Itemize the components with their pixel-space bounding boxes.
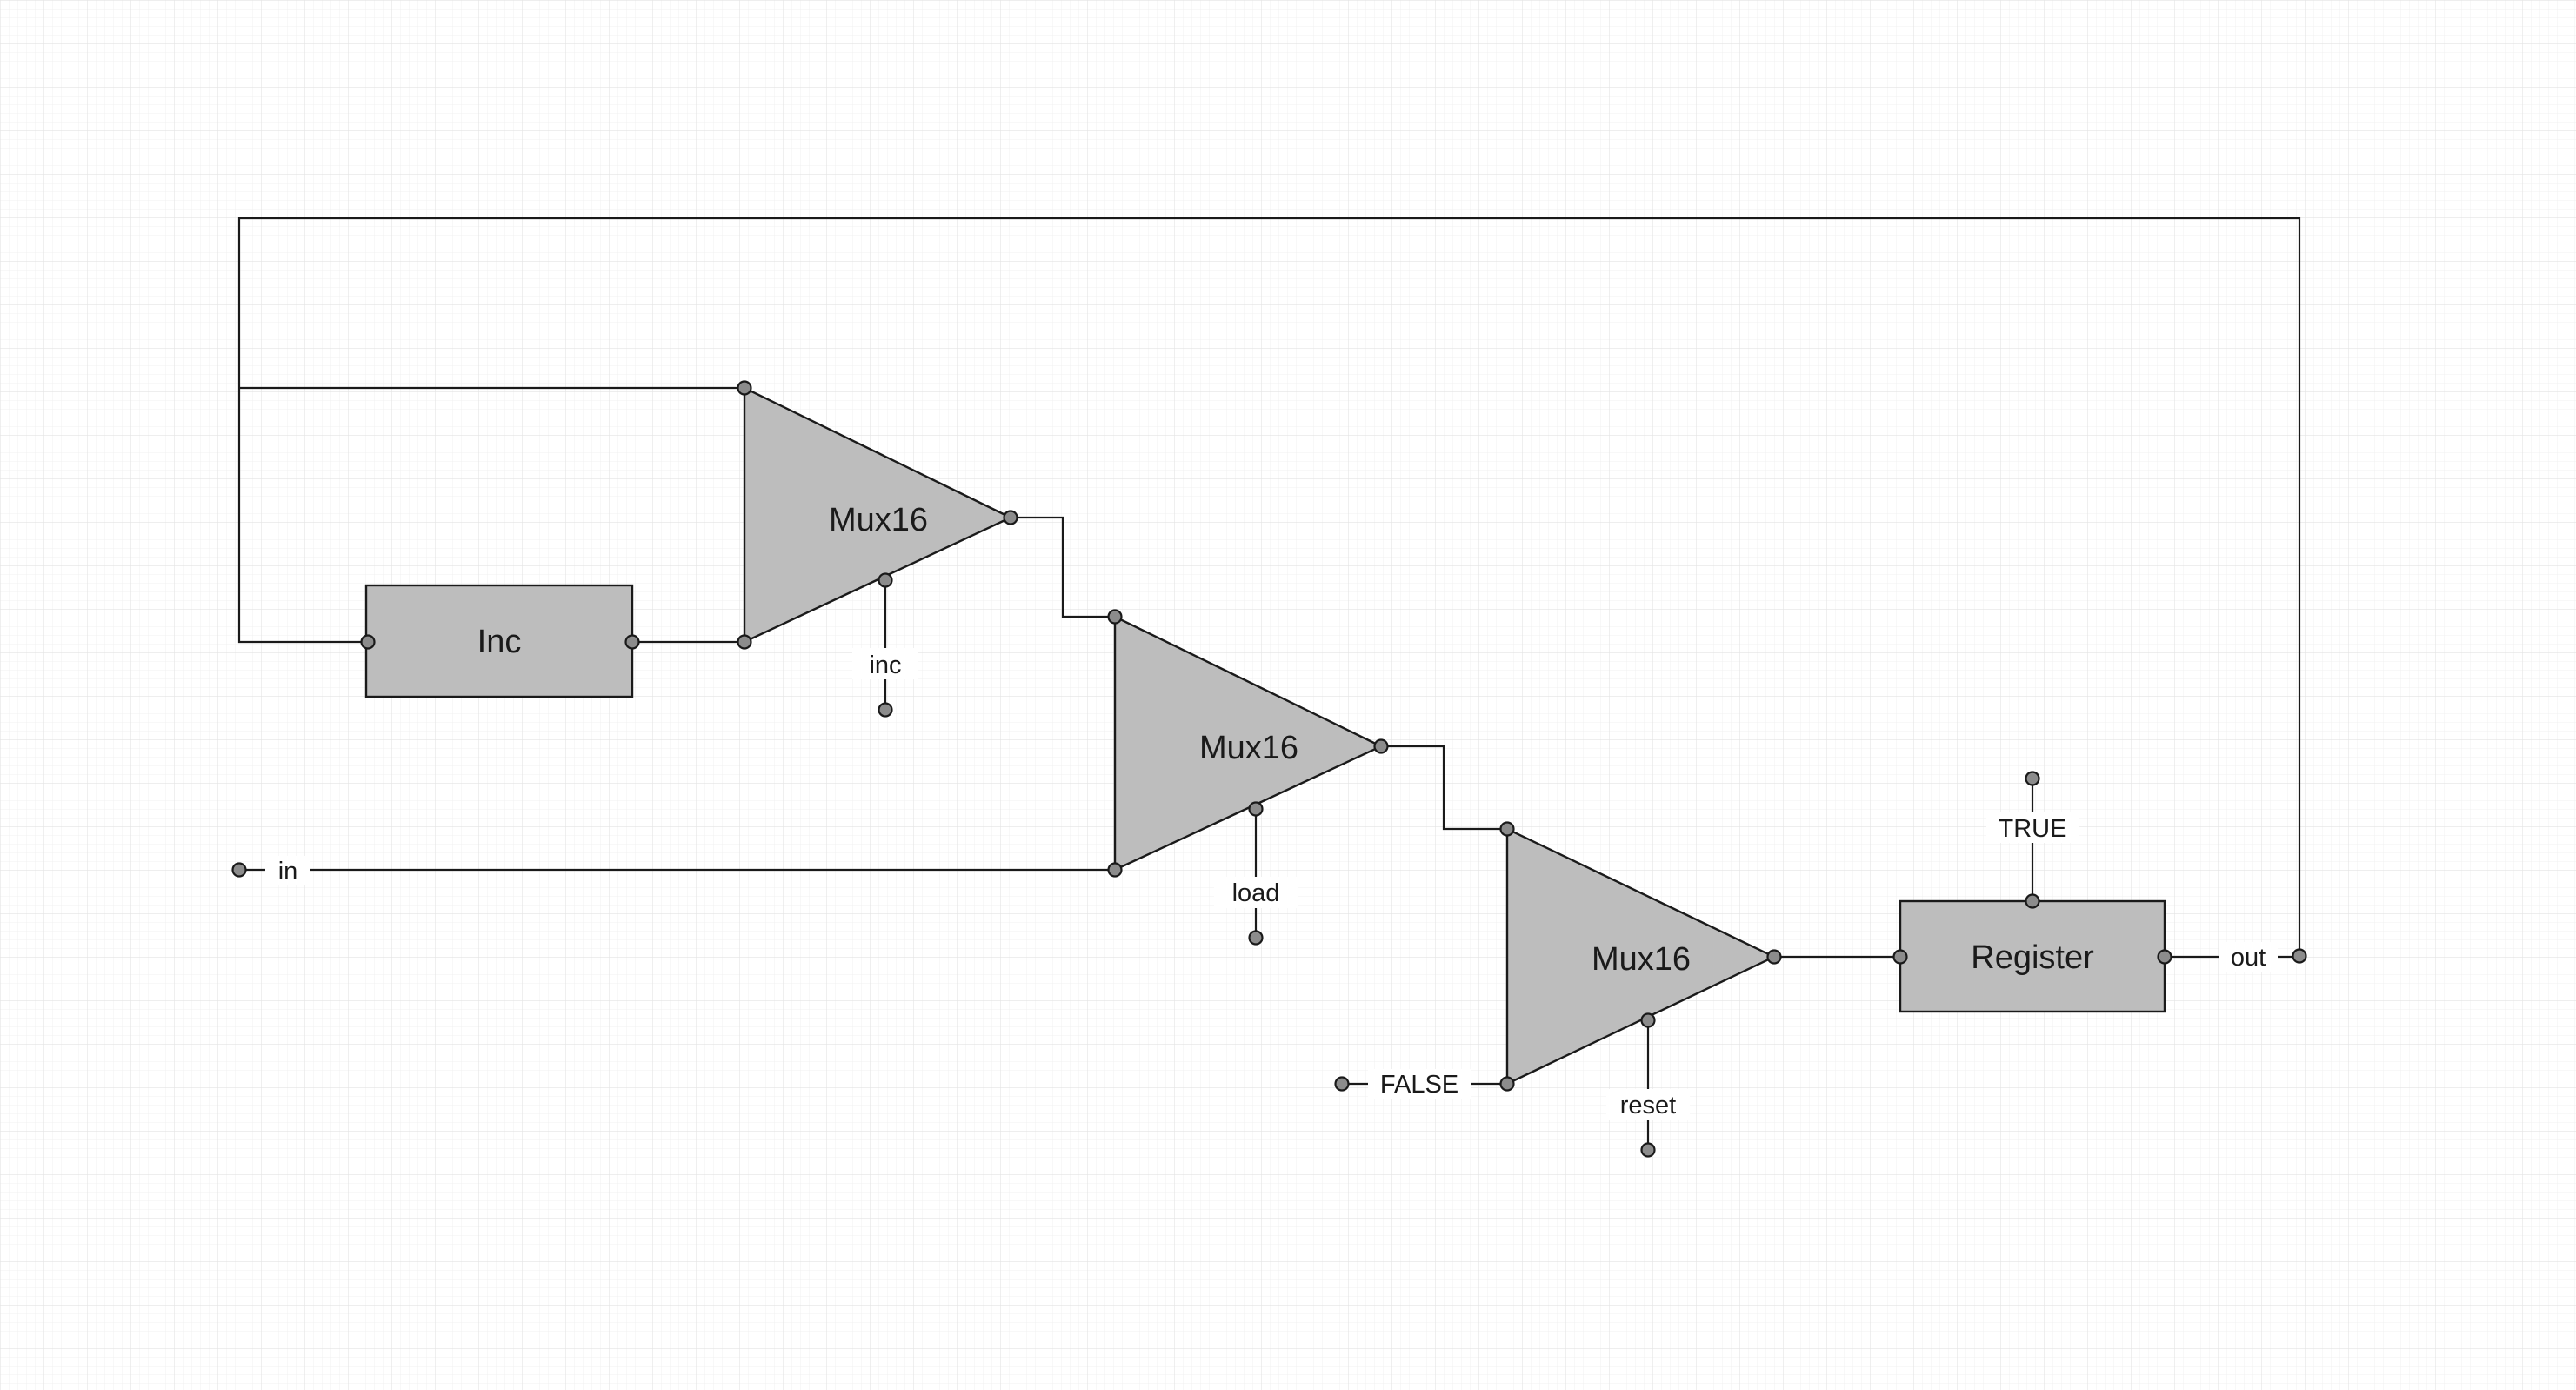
mux16-1-output-pin[interactable] (1003, 510, 1018, 525)
mux16-1-select-pin[interactable] (878, 572, 893, 588)
inc-block-label: Inc (477, 624, 522, 660)
mux16-3-output-pin[interactable] (1766, 949, 1782, 965)
mux16-2-output-pin[interactable] (1373, 738, 1389, 754)
register-block-label: Register (1971, 939, 2094, 976)
mux16-block-1[interactable]: Mux16 (743, 386, 1013, 644)
mux16-3-input-a-pin[interactable] (1499, 821, 1515, 837)
pin-label-reset: reset (1620, 1092, 1676, 1119)
pin-label-false: FALSE (1380, 1071, 1458, 1099)
pin-label-true: TRUE (1999, 815, 2067, 843)
inc-terminal-pin[interactable] (878, 702, 893, 718)
mux16-block-2-label: Mux16 (1199, 730, 1298, 766)
mux16-1-input-b-pin[interactable] (737, 634, 752, 650)
wire-feedback-loop[interactable] (237, 217, 2301, 956)
true-terminal-pin[interactable] (2025, 771, 2040, 786)
inc-output-pin[interactable] (624, 634, 640, 650)
register-input-pin[interactable] (1892, 949, 1908, 965)
mux16-block-3-label: Mux16 (1592, 941, 1691, 978)
register-load-pin[interactable] (2025, 893, 2040, 909)
mux16-2-input-a-pin[interactable] (1107, 609, 1123, 625)
mux16-3-input-b-pin[interactable] (1499, 1076, 1515, 1092)
pin-label-inc: inc (869, 652, 901, 679)
pin-label-load: load (1232, 879, 1280, 907)
mux16-block-3[interactable]: Mux16 (1505, 827, 1777, 1086)
wire-mux1-to-mux2[interactable] (1011, 516, 1115, 618)
mux16-2-input-b-pin[interactable] (1107, 862, 1123, 878)
mux16-block-1-label: Mux16 (829, 502, 928, 538)
reset-terminal-pin[interactable] (1640, 1142, 1656, 1158)
inc-input-pin[interactable] (360, 634, 376, 650)
inc-block[interactable]: Inc (364, 584, 634, 698)
register-output-pin[interactable] (2157, 949, 2172, 965)
pin-label-out: out (2231, 944, 2266, 972)
false-terminal-pin[interactable] (1334, 1076, 1350, 1092)
load-terminal-pin[interactable] (1248, 930, 1264, 946)
pin-labels: in inc load reset FALSE TRUE out (265, 648, 2278, 1120)
mux16-2-select-pin[interactable] (1248, 801, 1264, 817)
wires (237, 217, 2301, 1150)
in-terminal-pin[interactable] (231, 862, 247, 878)
pin-label-in: in (278, 858, 298, 885)
register-block[interactable]: Register (1899, 899, 2166, 1013)
mux16-3-select-pin[interactable] (1640, 1012, 1656, 1028)
out-terminal-pin[interactable] (2292, 948, 2307, 964)
connection-pins (231, 380, 2307, 1158)
mux16-1-input-a-pin[interactable] (737, 380, 752, 396)
wire-mux2-to-mux3[interactable] (1381, 745, 1507, 831)
mux16-block-2[interactable]: Mux16 (1113, 615, 1384, 872)
